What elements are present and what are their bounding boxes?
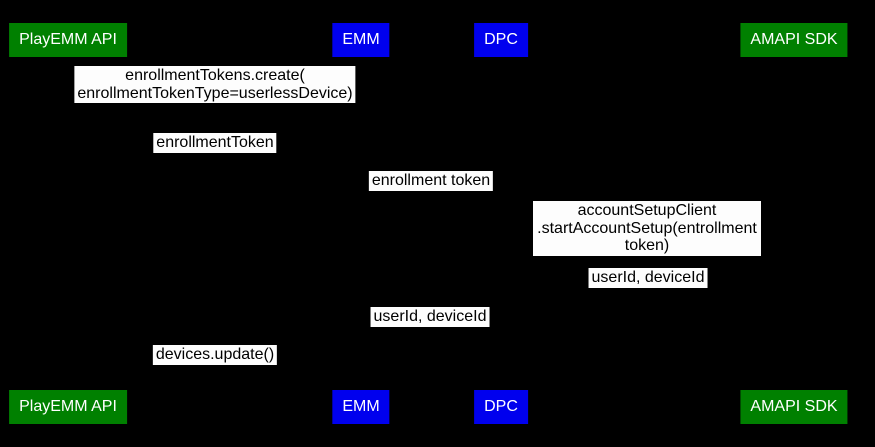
message-devices-update: devices.update() (152, 345, 278, 365)
actor-playemm-api-bottom: PlayEMM API (9, 390, 127, 424)
lifeline-emm (361, 57, 362, 390)
message-enrollment-token-pass: enrollment token (368, 171, 494, 191)
actor-amapi-sdk-bottom: AMAPI SDK (740, 390, 848, 424)
message-enrollment-tokens-create: enrollmentTokens.create( enrollmentToken… (74, 66, 356, 103)
lifeline-playemm-api (68, 57, 69, 390)
actor-emm-bottom: EMM (332, 390, 390, 424)
message-enrollment-token-return: enrollmentToken (153, 133, 277, 153)
actor-dpc-bottom: DPC (474, 390, 528, 424)
lifeline-amapi-sdk (794, 57, 795, 390)
lifeline-dpc (501, 57, 502, 390)
actor-emm-top: EMM (332, 23, 390, 57)
message-start-account-setup: accountSetupClient .startAccountSetup(en… (533, 201, 761, 256)
actor-dpc-top: DPC (474, 23, 528, 57)
message-userid-deviceid-2: userId, deviceId (370, 307, 490, 327)
actor-amapi-sdk-top: AMAPI SDK (740, 23, 848, 57)
message-userid-deviceid-1: userId, deviceId (588, 268, 708, 288)
actor-playemm-api-top: PlayEMM API (9, 23, 127, 57)
